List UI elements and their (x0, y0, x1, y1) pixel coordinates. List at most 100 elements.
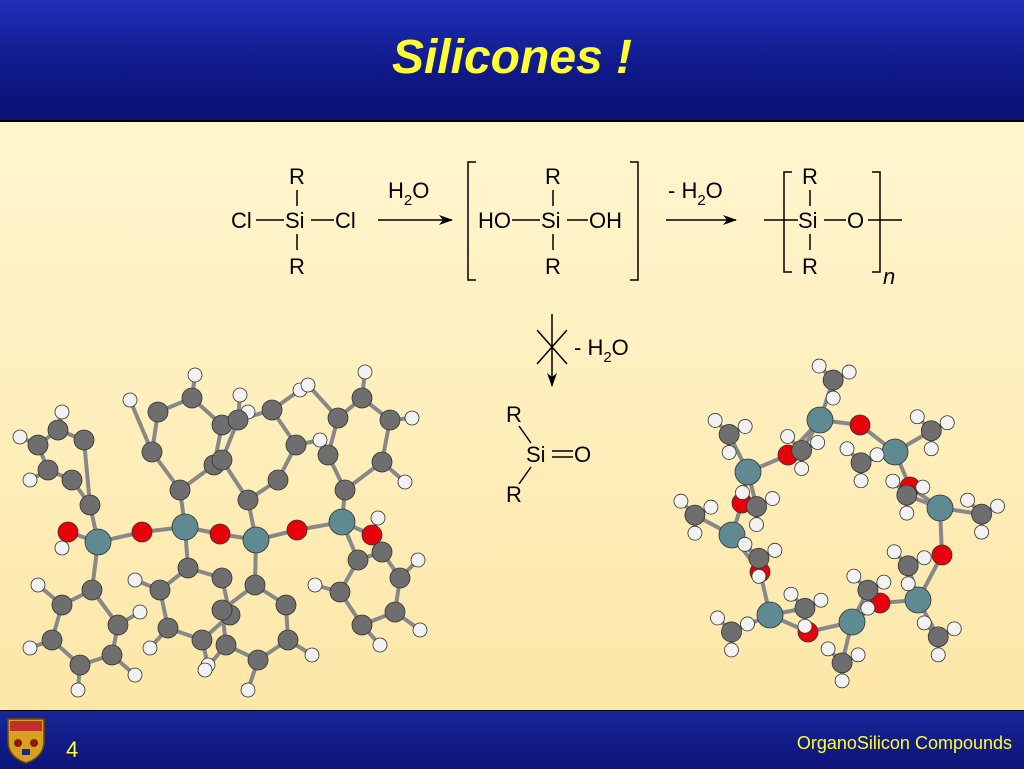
atom (916, 550, 932, 566)
atom (412, 622, 428, 638)
atom (834, 673, 850, 689)
atom (860, 600, 876, 616)
footer-title: OrganoSilicon Compounds (796, 733, 1012, 753)
cyclic-siloxane-molecule-model (673, 358, 1005, 689)
atom (334, 479, 356, 501)
atom (946, 621, 962, 637)
svg-text:- H2O: - H2O (574, 335, 629, 366)
atom (107, 614, 129, 636)
atom (51, 594, 73, 616)
atom (927, 626, 949, 648)
atom (357, 364, 373, 380)
polysiloxane-structure: R Si O R n (764, 164, 902, 289)
atom (850, 647, 866, 663)
atom (147, 401, 169, 423)
atom (81, 579, 103, 601)
atom (869, 447, 885, 463)
atom (240, 682, 256, 698)
atom (904, 586, 932, 614)
atom (307, 577, 323, 593)
atom (687, 525, 703, 541)
atom (277, 629, 299, 651)
atom (237, 489, 259, 511)
atom (227, 409, 249, 431)
slide-footer: 4 OrganoSilicon Compounds (0, 710, 1024, 769)
atom (710, 610, 725, 626)
svg-text:H2O: H2O (388, 178, 429, 209)
svg-text:Si: Si (526, 442, 546, 467)
atom (169, 479, 191, 501)
atom (101, 644, 123, 666)
atom (820, 641, 836, 657)
svg-text:R: R (289, 254, 305, 279)
svg-text:Si: Si (285, 208, 305, 233)
dichlorosilane-structure: R Cl Si Cl R (231, 164, 356, 279)
svg-text:R: R (802, 254, 818, 279)
atom (881, 438, 909, 466)
atom (54, 404, 70, 420)
atom (915, 479, 931, 495)
atom (142, 640, 158, 656)
atom (939, 415, 955, 431)
atom (397, 474, 413, 490)
atom (171, 513, 199, 541)
atom (37, 459, 59, 481)
svg-text:R: R (506, 482, 522, 507)
atom (84, 528, 112, 556)
atom (876, 574, 892, 590)
atom (791, 440, 813, 461)
atom (673, 493, 689, 509)
atom (247, 649, 269, 671)
atom (30, 577, 46, 593)
atom (410, 552, 426, 568)
atom (149, 579, 171, 601)
atom (54, 540, 70, 556)
atom (47, 419, 69, 441)
svg-text:R: R (802, 164, 818, 189)
atom (838, 608, 866, 636)
atom (737, 536, 753, 552)
atom (806, 406, 834, 434)
atom (127, 572, 143, 588)
atom (372, 637, 388, 653)
atom (157, 617, 179, 639)
svg-text:OH: OH (589, 208, 622, 233)
atom (131, 521, 153, 543)
atom (684, 504, 706, 526)
atom (347, 549, 369, 571)
svg-text:Cl: Cl (231, 208, 252, 233)
atom (300, 377, 316, 393)
atom (960, 492, 975, 508)
atom (384, 601, 406, 623)
atom (923, 441, 939, 457)
atom (232, 387, 248, 403)
slide-title: Silicones ! (391, 31, 633, 84)
atom (285, 434, 307, 456)
atom (740, 616, 755, 632)
atom (734, 458, 762, 486)
atom (885, 473, 901, 489)
atom (312, 432, 328, 448)
atom (849, 414, 871, 436)
atom (389, 567, 411, 589)
atom (141, 441, 163, 463)
atom (244, 574, 266, 596)
slide-number: 4 (66, 737, 79, 762)
atom (22, 640, 38, 656)
atom (379, 409, 401, 431)
atom (127, 667, 143, 683)
blocked-reaction-arrow: - H2O (536, 314, 629, 387)
atom (197, 662, 213, 678)
atom (181, 387, 203, 409)
atom (746, 496, 767, 517)
svg-text:Si: Si (541, 208, 561, 233)
atom (735, 485, 750, 500)
atom (361, 524, 383, 546)
atom (22, 472, 38, 488)
atom (971, 503, 992, 525)
atom (886, 544, 902, 560)
atom (371, 541, 393, 563)
atom (896, 484, 918, 506)
atom (780, 429, 796, 444)
university-crest-icon (7, 718, 45, 764)
